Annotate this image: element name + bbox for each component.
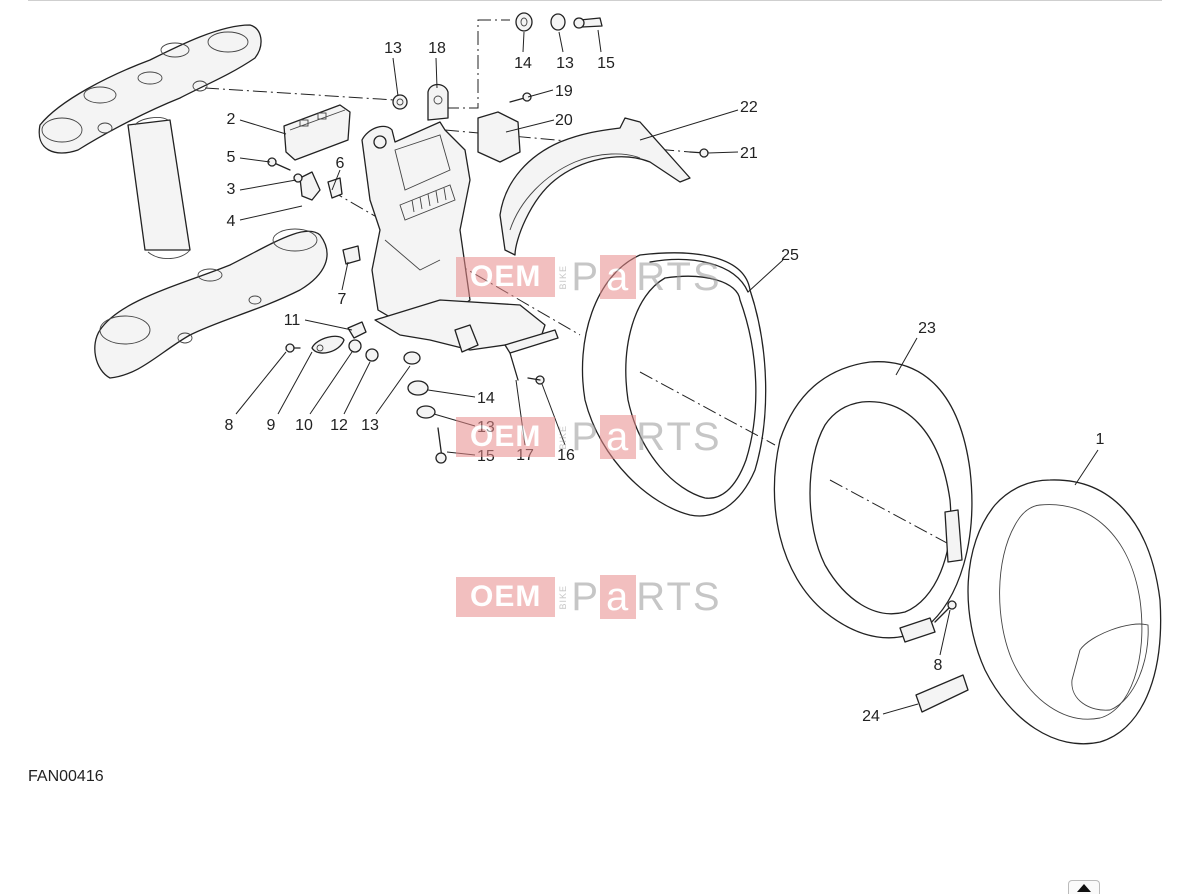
- callout-15: 15: [597, 55, 615, 72]
- callout-1: 1: [1096, 431, 1105, 448]
- instrument-unit: [283, 104, 351, 161]
- callout-22: 22: [740, 99, 758, 116]
- callout-8: 8: [225, 417, 234, 434]
- callout-5: 5: [227, 149, 236, 166]
- scroll-to-top-button[interactable]: [1068, 880, 1100, 894]
- callout-18: 18: [428, 40, 446, 57]
- callout-13: 13: [361, 417, 379, 434]
- callout-2: 2: [227, 111, 236, 128]
- headlight-trim-ring: [581, 252, 767, 517]
- callout-labels: 13 18 14 13 15 19 2 20 22 21 5 6 3 4 7 2…: [225, 40, 1105, 725]
- callout-14: 14: [477, 390, 495, 407]
- callout-7: 7: [338, 291, 347, 308]
- callout-11: 11: [284, 312, 301, 329]
- callout-9: 9: [267, 417, 276, 434]
- callout-14: 14: [514, 55, 532, 72]
- callout-13: 13: [556, 55, 574, 72]
- callout-25: 25: [781, 247, 799, 264]
- steering-yoke-assembly: [38, 24, 328, 379]
- arrow-up-icon: [1077, 884, 1091, 892]
- headlight-rim: [773, 361, 973, 643]
- callout-13: 13: [384, 40, 402, 57]
- reflector-sticker: [915, 674, 969, 713]
- leader-lines: [235, 29, 1099, 715]
- top-divider: [28, 0, 1162, 1]
- callout-21: 21: [740, 145, 758, 162]
- callout-23: 23: [918, 320, 936, 337]
- diagram-code: FAN00416: [28, 768, 104, 785]
- callout-12: 12: [330, 417, 348, 434]
- callout-19: 19: [555, 83, 573, 100]
- upper-hardware: [392, 12, 709, 158]
- headlight-shell: [967, 479, 1162, 745]
- callout-6: 6: [336, 155, 345, 172]
- headlight-support: [477, 111, 691, 256]
- callout-3: 3: [227, 181, 236, 198]
- headlight-bracket: [361, 83, 559, 381]
- callout-16: 16: [557, 447, 575, 464]
- callout-24: 24: [862, 708, 880, 725]
- callout-4: 4: [227, 213, 236, 230]
- callout-10: 10: [295, 417, 313, 434]
- callout-20: 20: [555, 112, 573, 129]
- lower-hardware: [285, 321, 545, 464]
- callout-8: 8: [934, 657, 943, 674]
